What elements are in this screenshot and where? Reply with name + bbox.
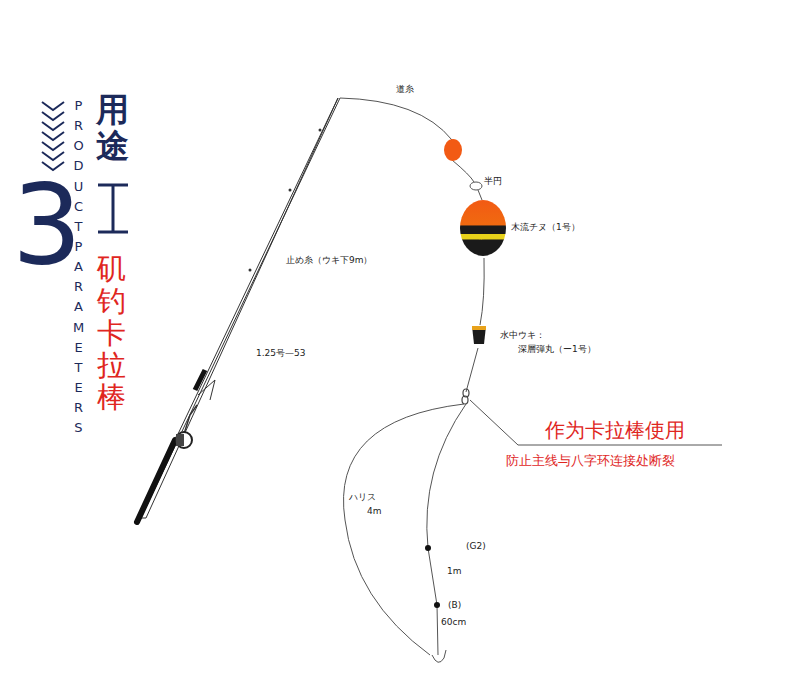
part-label: ハリス (349, 492, 376, 503)
fishing-rod (137, 98, 340, 522)
part-label: (G2) (466, 541, 486, 552)
part-label: 止め糸（ウキ下9m） (286, 255, 373, 266)
callout-leader (470, 400, 722, 445)
part-label: 水中ウキ： (500, 330, 545, 341)
svg-text:☼: ☼ (478, 234, 484, 242)
main-line (340, 98, 484, 392)
split-shot (425, 545, 431, 551)
swivel (462, 389, 469, 404)
part-label: 道糸 (396, 84, 414, 95)
part-label: 深層弾丸（ー1号） (518, 344, 596, 355)
part-label: 1.25号—53 (256, 348, 306, 359)
part-label: 木流チヌ（1号） (511, 222, 580, 233)
underwater-float (472, 326, 486, 344)
half-ring (470, 182, 482, 190)
split-shot (434, 602, 440, 608)
callout-title: 作为卡拉棒使用 (545, 418, 685, 442)
chevrons (42, 102, 64, 170)
stopper-float (444, 139, 462, 161)
heading: 用途 (96, 92, 129, 165)
callout-note: 防止主线与八字环连接处断裂 (506, 453, 675, 469)
dimension: 4m (367, 506, 382, 517)
main-float: ☼ (460, 200, 506, 256)
part-label: (B) (448, 600, 461, 611)
dimension: 1m (447, 566, 462, 577)
dimension: 60cm (441, 617, 466, 628)
divider-mark (98, 185, 128, 232)
leader-line (343, 404, 466, 662)
part-label: 半円 (484, 176, 502, 187)
section-number: 3 (12, 170, 82, 280)
vertical-heading: 矶钓卡拉棒 (97, 254, 126, 413)
